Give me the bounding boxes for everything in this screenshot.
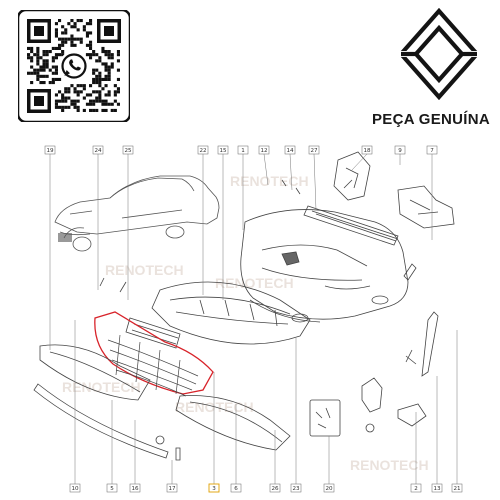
side-bracket: [403, 263, 417, 281]
callout-box: [197, 145, 209, 155]
callout-number: 20: [325, 486, 333, 492]
callout-box: [122, 145, 134, 155]
callout-box: [431, 483, 443, 493]
front-bumper: [240, 209, 409, 323]
callout-number: 22: [199, 148, 206, 154]
bumper-absorber: [151, 281, 311, 345]
callout-box: [106, 483, 118, 493]
whatsapp-icon: [59, 51, 89, 81]
clip-bag: [309, 399, 341, 437]
callout-number: 1: [241, 148, 245, 154]
callout-box: [92, 145, 104, 155]
fog-lamp-bracket: [361, 377, 427, 433]
callout-box: [237, 145, 249, 155]
renault-logo-icon: [398, 8, 480, 100]
callout-number: 23: [292, 486, 300, 492]
qr-finder-top-left: [27, 19, 51, 43]
qr-finder-top-right: [97, 19, 121, 43]
screw-small: [405, 349, 417, 365]
callout-number: 18: [363, 148, 371, 154]
callout-box: [258, 145, 270, 155]
upper-grille-strip: [303, 205, 399, 246]
callout-number: 15: [219, 148, 227, 154]
lower-spoiler-left: [39, 344, 151, 401]
callout-box: [323, 483, 335, 493]
lip-strip: [33, 383, 169, 459]
callout-box: [129, 483, 141, 493]
watermark-text: RENOTECH: [105, 262, 184, 278]
lower-spoiler-right: [175, 395, 291, 451]
headlamp-bracket-left: [333, 151, 371, 201]
callout-number: 16: [131, 486, 139, 492]
callout-number: 21: [453, 486, 461, 492]
callout-box: [290, 483, 302, 493]
callout-number: 9: [398, 148, 402, 154]
callout-number: 24: [94, 148, 102, 154]
headlamp-bracket-right: [397, 185, 455, 229]
callout-number: 17: [168, 486, 176, 492]
callout-box: [284, 145, 296, 155]
watermark-text: RENOTECH: [350, 457, 429, 473]
callout-number: 6: [234, 486, 238, 492]
callout-box: [230, 483, 242, 493]
callout-box: [410, 483, 422, 493]
side-trim: [421, 311, 439, 377]
callout-box: [166, 483, 178, 493]
callout-number: 19: [46, 148, 54, 154]
callout-leader-line: [351, 153, 368, 171]
callout-number: 3: [212, 486, 216, 492]
watermark-text: RENOTECH: [62, 379, 141, 395]
qr-finder-bottom-left: [27, 89, 51, 113]
callout-number: 7: [430, 148, 434, 154]
callout-number: 26: [271, 486, 279, 492]
callout-number: 5: [110, 486, 114, 492]
callout-box: [217, 145, 229, 155]
callout-box: [308, 145, 320, 155]
callout-labels: 19 24 25 22 15 1 12 14 27 18 9 7 10 5 16 17 3 6 26 23 20 2 13 2…: [44, 145, 463, 493]
callout-box: [208, 483, 220, 493]
callout-box: [44, 145, 56, 155]
fasteners: [99, 179, 301, 461]
watermark-text: RENOTECH: [215, 275, 294, 291]
callout-number: 14: [286, 148, 294, 154]
callout-number: 2: [414, 486, 418, 492]
callout-number: 27: [310, 148, 318, 154]
callout-box: [69, 483, 81, 493]
car-illustration: [54, 175, 220, 252]
inner-grille: [125, 317, 181, 349]
callout-number: 13: [433, 486, 441, 492]
callout-box: [426, 145, 438, 155]
watermark: RENOTECH RENOTECH RENOTECH RENOTECH RENO…: [62, 173, 429, 473]
callout-box: [394, 145, 406, 155]
callout-box: [361, 145, 373, 155]
callout-box: [451, 483, 463, 493]
lower-grille-highlighted: [94, 311, 214, 397]
qr-code: [18, 10, 130, 122]
watermark-text: RENOTECH: [230, 173, 309, 189]
callout-number: 25: [124, 148, 132, 154]
callout-leader-line: [263, 153, 269, 186]
callout-number: 10: [71, 486, 79, 492]
callout-number: 12: [260, 148, 267, 154]
callout-box: [269, 483, 281, 493]
genuine-part-label: PEÇA GENUÍNA: [371, 111, 491, 128]
callout-leader-line: [313, 153, 317, 211]
callout-leader-line: [289, 153, 293, 191]
